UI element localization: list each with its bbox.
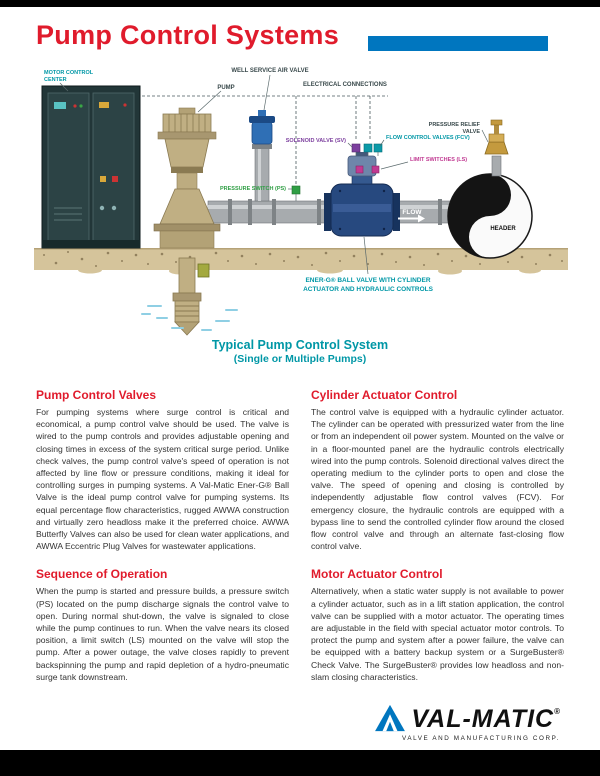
label-solenoid-valve: SOLENOID VALVE (SV) [286,138,346,144]
well-fitting [197,263,210,278]
indicator-light-red [73,104,77,108]
water-marks [141,305,238,331]
brand-tagline: VALVE AND MANUFACTURING CORP. [401,735,560,742]
section-heading: Motor Actuator Control [311,567,443,582]
label-motor-control-center: MOTOR CONTROL [44,70,94,76]
section-body: Alternatively, when a static water suppl… [311,586,564,682]
indicator-light-red [123,103,127,107]
flow-indicator: FLOW [398,209,425,223]
left-column: Pump Control Valves For pumping systems … [36,388,289,698]
control-ball-valve [324,173,400,237]
page-title: Pump Control Systems [36,20,340,50]
label-flow: FLOW [402,209,422,216]
diagram-labels: MOTOR CONTROL CENTER WELL SERVICE AIR VA… [44,68,489,293]
pressure-switch-box [291,185,301,201]
title-accent-bar [368,36,548,51]
label-ball-valve: ENER-G® BALL VALVE WITH CYLINDER [305,276,430,284]
right-column: Cylinder Actuator Control The control va… [311,388,564,698]
registered-mark: ® [554,707,560,716]
pressure-relief-valve [484,119,509,177]
svg-text:ACTUATOR AND HYDRAULIC CONTROL: ACTUATOR AND HYDRAULIC CONTROLS [303,286,434,293]
section-heading: Sequence of Operation [36,567,168,582]
label-pressure-switch: PRESSURE SWITCH (PS) [220,186,286,192]
section-cylinder-actuator-control: Cylinder Actuator Control The control va… [311,388,564,552]
well-pump [153,107,221,249]
valmatic-triangle-icon [375,704,406,732]
svg-text:CENTER: CENTER [44,77,67,83]
well-service-air-valve [249,110,275,145]
body-columns: Pump Control Valves For pumping systems … [36,388,564,698]
indicator-light-green [79,104,83,108]
well-column [141,257,238,336]
limit-switch-boxes [355,165,380,174]
section-body: For pumping systems where surge control … [36,407,289,552]
label-pressure-relief-valve: PRESSURE RELIEF [429,122,481,128]
section-motor-actuator-control: Motor Actuator Control Alternatively, wh… [311,567,564,683]
section-body: The control valve is equipped with a hyd… [311,407,564,552]
label-electrical-connections: ELECTRICAL CONNECTIONS [303,82,387,88]
svg-text:VALVE: VALVE [462,129,480,135]
label-well-service-air-valve: WELL SERVICE AIR VALVE [231,68,308,74]
motor-control-center [41,85,141,249]
page-top-border [0,0,600,7]
section-sequence-of-operation: Sequence of Operation When the pump is s… [36,567,289,683]
diagram-caption-line1: Typical Pump Control System [211,338,389,352]
flow-arrow [398,214,425,223]
label-header: HEADER [490,226,516,232]
label-pump: PUMP [217,85,234,91]
section-heading: Pump Control Valves [36,388,157,402]
section-heading: Cylinder Actuator Control [311,388,458,402]
electrical-connection-lines [142,95,388,184]
flow-control-valve-boxes [363,143,383,156]
section-body: When the pump is started and pressure bu… [36,586,289,682]
pump-system-diagram: HEADER MOTOR CONTROL CENTER WELL S [34,68,568,336]
panel-meter [54,102,66,109]
ground-speckles [43,251,563,267]
page-bottom-border [0,750,600,776]
panel-meter [99,102,109,108]
header-tank: HEADER [447,173,533,259]
valmatic-logo: VAL-MATIC® VALVE AND MANUFACTURING CORP. [374,704,560,742]
section-pump-control-valves: Pump Control Valves For pumping systems … [36,388,289,552]
diagram-caption: Typical Pump Control System (Single or M… [0,338,600,365]
label-limit-switches: LIMIT SWITCHES (LS) [410,157,467,163]
diagram-caption-line2: (Single or Multiple Pumps) [233,353,367,365]
air-valve-riser [252,144,272,202]
solenoid-valve-box [351,143,361,156]
brand-wordmark: VAL-MATIC [411,705,555,733]
label-flow-control-valves: FLOW CONTROL VALVES (FCV) [386,135,470,141]
